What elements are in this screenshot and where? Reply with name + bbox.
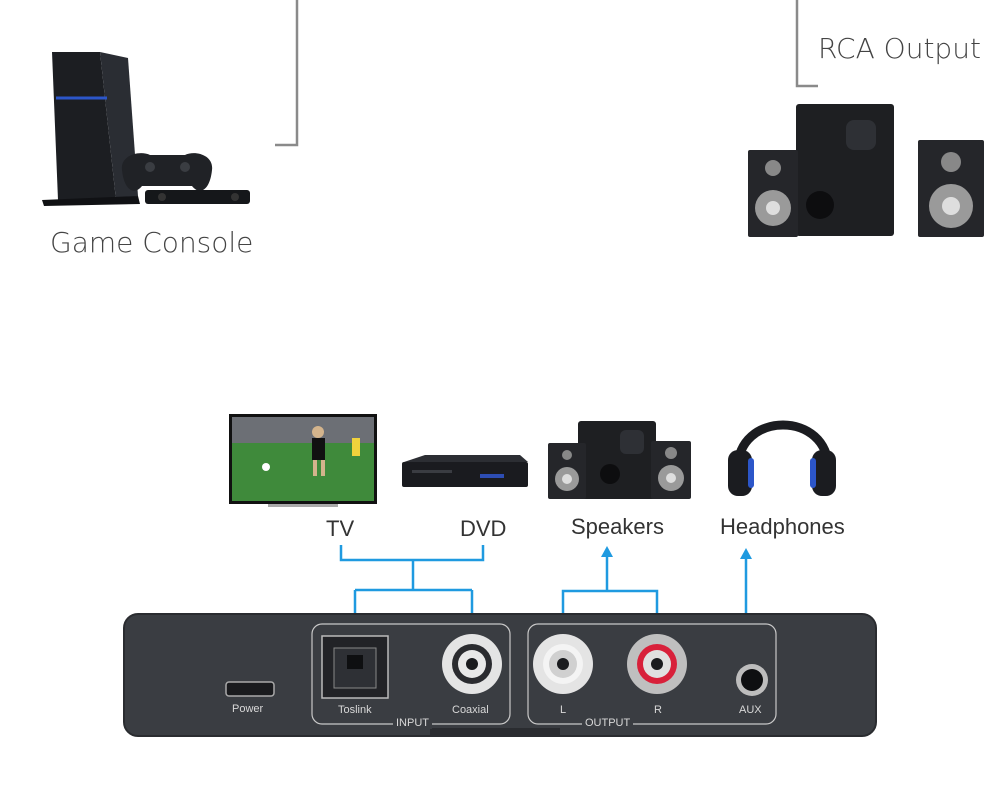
right-channel-label: R [654, 704, 662, 716]
output-group-label: OUTPUT [582, 717, 634, 729]
power-port [225, 681, 275, 697]
headphones-image [728, 420, 836, 496]
toslink-label: Toslink [338, 704, 372, 716]
aux-port [736, 664, 768, 696]
input-group-label: INPUT [393, 717, 432, 729]
coaxial-label: Coaxial [452, 704, 489, 716]
rca-right-port [627, 634, 687, 694]
rca-output-label: RCA Output [818, 32, 981, 65]
rca-left-port [533, 634, 593, 694]
tv-image [229, 414, 377, 507]
game-console-label: Game Console [50, 226, 254, 259]
dvd-player-image [402, 455, 528, 487]
toslink-port [321, 635, 389, 699]
game-console-image [42, 52, 250, 206]
rca-output-connector-line [795, 0, 818, 88]
coaxial-port [442, 634, 502, 694]
headphones-label: Headphones [720, 514, 845, 539]
power-label: Power [232, 703, 264, 715]
dvd-label: DVD [460, 516, 507, 541]
speakers-label: Speakers [571, 514, 664, 539]
tv-label: TV [326, 516, 355, 541]
left-channel-label: L [560, 704, 567, 716]
speakers-image [548, 421, 691, 499]
output-arrowheads [601, 546, 752, 559]
aux-label: AUX [739, 704, 762, 716]
game-console-connector-line [275, 0, 299, 147]
converter-panel [123, 613, 877, 737]
rca-speakers-image [748, 104, 984, 237]
